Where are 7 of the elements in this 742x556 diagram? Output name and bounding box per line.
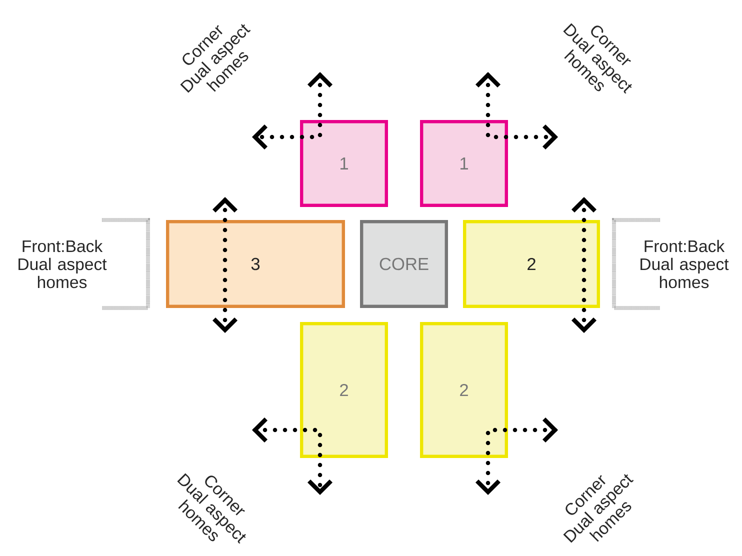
unit-box: 2: [300, 322, 388, 458]
unit-box: 2: [463, 220, 600, 308]
unit-box: 3: [166, 220, 345, 308]
unit-box: 1: [420, 120, 508, 207]
core-box: CORE: [360, 220, 448, 308]
unit-box: 1: [300, 120, 388, 207]
unit-box: 2: [420, 322, 508, 458]
